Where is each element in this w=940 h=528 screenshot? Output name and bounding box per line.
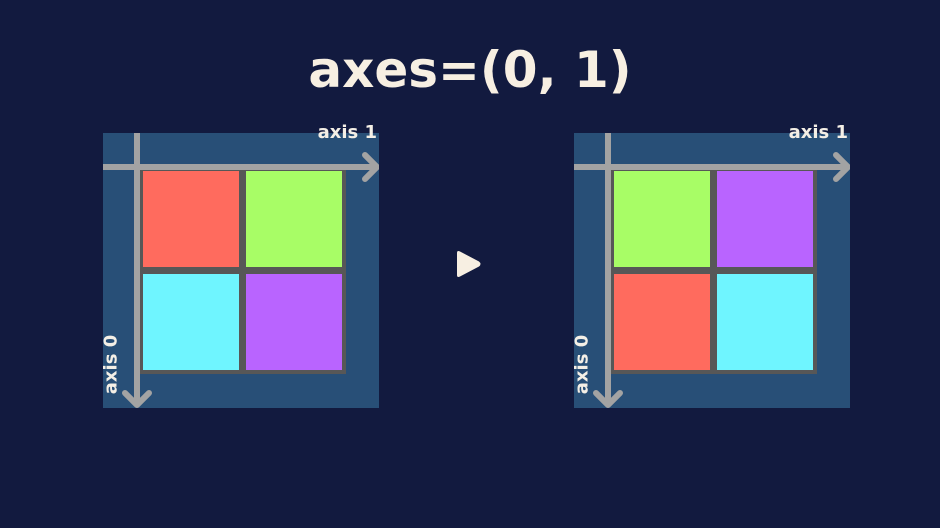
axis1-label: axis 1 [788,122,848,143]
output-array-panel: axis 1 axis 0 [571,122,850,408]
array-grid [611,168,817,374]
axis0-label: axis 0 [571,334,593,395]
cell-0-1 [246,171,342,267]
cell-1-0 [614,274,710,370]
cell-0-0 [143,171,239,267]
axis0-label: axis 0 [100,334,122,395]
cell-0-1 [717,171,813,267]
cell-1-1 [246,274,342,370]
axis1-label: axis 1 [317,122,377,143]
input-array-panel: axis 1 axis 0 [100,122,379,408]
axes-arrows [574,133,850,408]
axes-arrows [103,133,379,408]
array-grid [140,168,346,374]
cell-1-1 [717,274,813,370]
page-title: axes=(0, 1) [308,41,632,99]
cell-0-0 [614,171,710,267]
cell-1-0 [143,274,239,370]
play-arrow-icon [457,251,481,277]
